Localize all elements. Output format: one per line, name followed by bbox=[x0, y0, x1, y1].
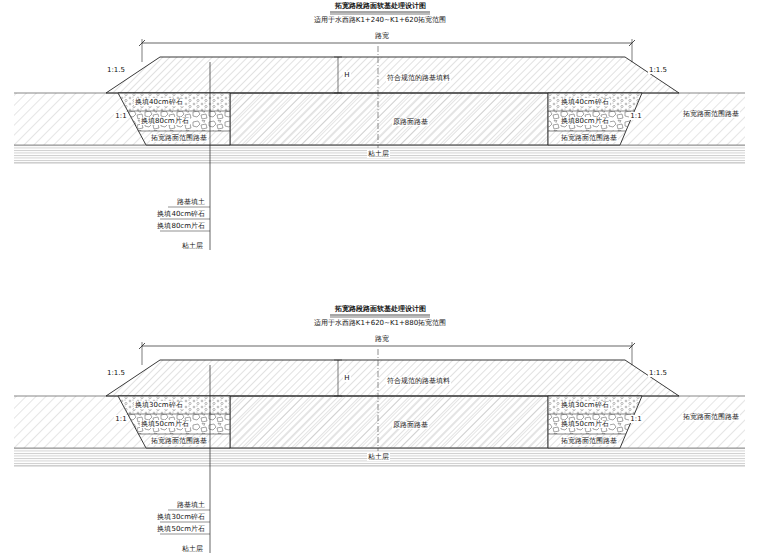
layer-label: 原路面路基 bbox=[392, 421, 429, 429]
key-label: 换填40cm碎石 bbox=[156, 210, 206, 218]
layer-label: 拓宽路面范围路基 bbox=[560, 437, 618, 445]
layer-label: 换填40cm碎石 bbox=[560, 98, 610, 106]
layer-label: 拓宽路面范围路基 bbox=[560, 134, 618, 142]
layer-label: 换填50cm片石 bbox=[140, 420, 190, 428]
drawing-title: 拓宽路段路面软基处理设计图 bbox=[334, 305, 427, 313]
layer-label: 换填50cm片石 bbox=[560, 420, 610, 428]
layer-label: 换填30cm碎石 bbox=[134, 401, 184, 409]
road-section bbox=[14, 342, 745, 553]
dimension-label: 路宽 bbox=[374, 335, 390, 343]
layer-label: 原路面路基 bbox=[392, 118, 429, 126]
slope-ratio: 1:1.5 bbox=[106, 369, 126, 377]
layer-label: 换填40cm碎石 bbox=[134, 98, 184, 106]
layer-label: 换填80cm片石 bbox=[560, 117, 610, 125]
key-label: 换填80cm片石 bbox=[156, 222, 206, 230]
subtitle: 适用于水西路K1+620~K1+880拓宽范围 bbox=[313, 319, 447, 327]
road-section bbox=[14, 39, 745, 250]
height-label: H bbox=[343, 71, 350, 79]
height-label: H bbox=[343, 374, 350, 382]
layer-label: 符合规范的路基填料 bbox=[386, 377, 451, 385]
layer-label: 换填80cm片石 bbox=[140, 117, 190, 125]
slope-ratio: 1:1 bbox=[629, 415, 642, 423]
layer-label: 粘土层 bbox=[367, 150, 390, 158]
layer-label: 拓宽路面范围路基 bbox=[682, 413, 740, 421]
subtitle: 适用于水西路K1+240~K1+620拓宽范围 bbox=[313, 16, 447, 24]
key-label: 路基填土 bbox=[176, 198, 206, 206]
slope-ratio: 1:1 bbox=[114, 112, 127, 120]
layer-label: 换填30cm碎石 bbox=[560, 401, 610, 409]
slope-ratio: 1:1.5 bbox=[106, 66, 126, 74]
layer-label: 拓宽路面范围路基 bbox=[150, 134, 208, 142]
key-label: 换填30cm碎石 bbox=[156, 513, 206, 521]
slope-ratio: 1:1 bbox=[114, 415, 127, 423]
key-label: 粘土层 bbox=[181, 545, 204, 553]
dimension-label: 路宽 bbox=[374, 32, 390, 40]
key-label: 粘土层 bbox=[181, 242, 204, 250]
drawing-title: 拓宽路段路面软基处理设计图 bbox=[334, 2, 427, 10]
slope-ratio: 1:1.5 bbox=[648, 66, 668, 74]
slope-ratio: 1:1.5 bbox=[648, 369, 668, 377]
layer-label: 粘土层 bbox=[367, 453, 390, 461]
layer-label: 符合规范的路基填料 bbox=[386, 74, 451, 82]
key-label: 路基填土 bbox=[176, 501, 206, 509]
slope-ratio: 1:1 bbox=[629, 112, 642, 120]
key-label: 换填50cm片石 bbox=[156, 525, 206, 533]
layer-label: 拓宽路面范围路基 bbox=[682, 110, 740, 118]
layer-label: 拓宽路面范围路基 bbox=[150, 437, 208, 445]
